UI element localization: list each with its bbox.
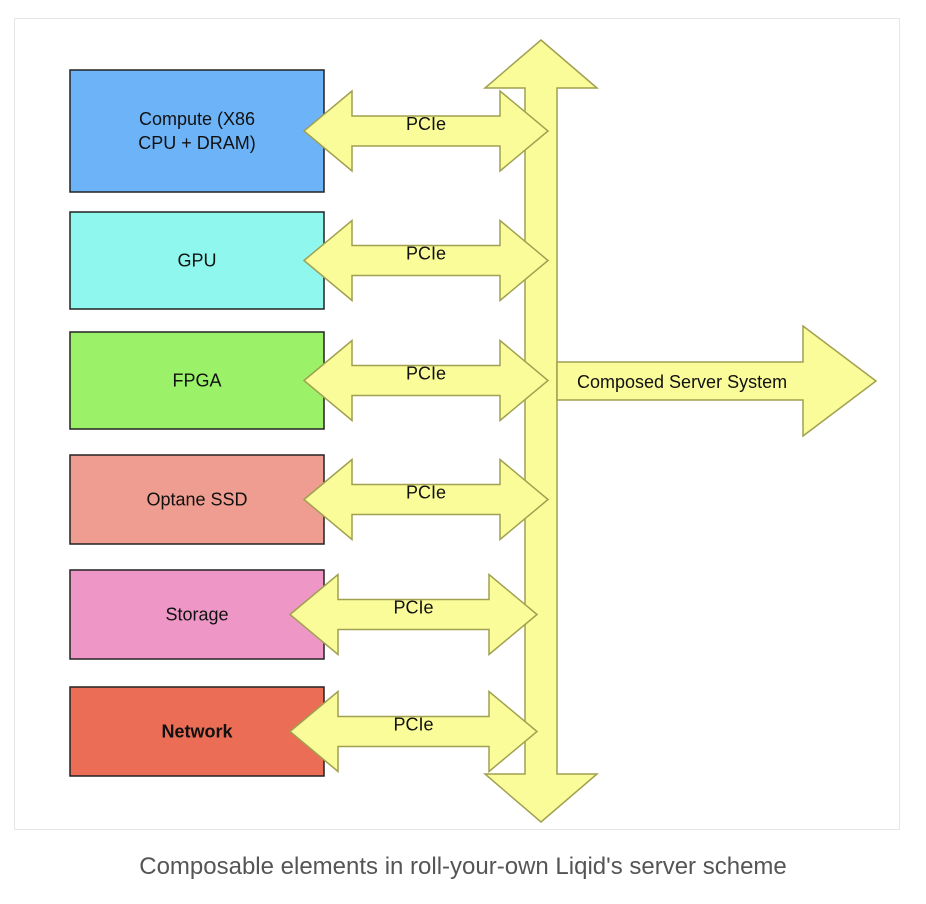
figure-caption: Composable elements in roll-your-own Liq…: [139, 853, 787, 880]
component-box: [69, 454, 325, 545]
pcie-label: PCIe: [393, 598, 433, 618]
composed-server-arrow: [556, 324, 878, 438]
component-5: Network PCIe: [69, 686, 539, 777]
component-box: [69, 211, 325, 310]
system-bus-arrow: [482, 39, 600, 823]
pcie-label: PCIe: [406, 364, 446, 384]
pcie-link-arrow: [302, 457, 550, 542]
component-label: Network: [161, 722, 233, 742]
component-3: Optane SSD PCIe: [69, 454, 550, 545]
pcie-link-arrow: [288, 689, 539, 774]
pcie-label: PCIe: [406, 483, 446, 503]
component-label: FPGA: [172, 371, 221, 391]
component-box: [69, 686, 325, 777]
component-label: CPU + DRAM): [138, 133, 256, 153]
component-label: GPU: [177, 251, 216, 271]
component-4: Storage PCIe: [69, 569, 539, 660]
component-label: Optane SSD: [146, 490, 247, 510]
pcie-label: PCIe: [406, 244, 446, 264]
composed-server-label: Composed Server System: [577, 372, 787, 392]
pcie-link-arrow: [302, 89, 550, 173]
pcie-link-arrow: [302, 218, 550, 303]
component-label: Storage: [165, 605, 228, 625]
pcie-label: PCIe: [393, 715, 433, 735]
pcie-link-arrow: [288, 572, 539, 657]
component-1: GPU PCIe: [69, 211, 550, 310]
component-2: FPGA PCIe: [69, 331, 550, 430]
component-box: [69, 69, 325, 193]
pcie-label: PCIe: [406, 114, 446, 134]
component-label: Compute (X86: [139, 109, 255, 129]
pcie-link-arrow: [302, 338, 550, 423]
